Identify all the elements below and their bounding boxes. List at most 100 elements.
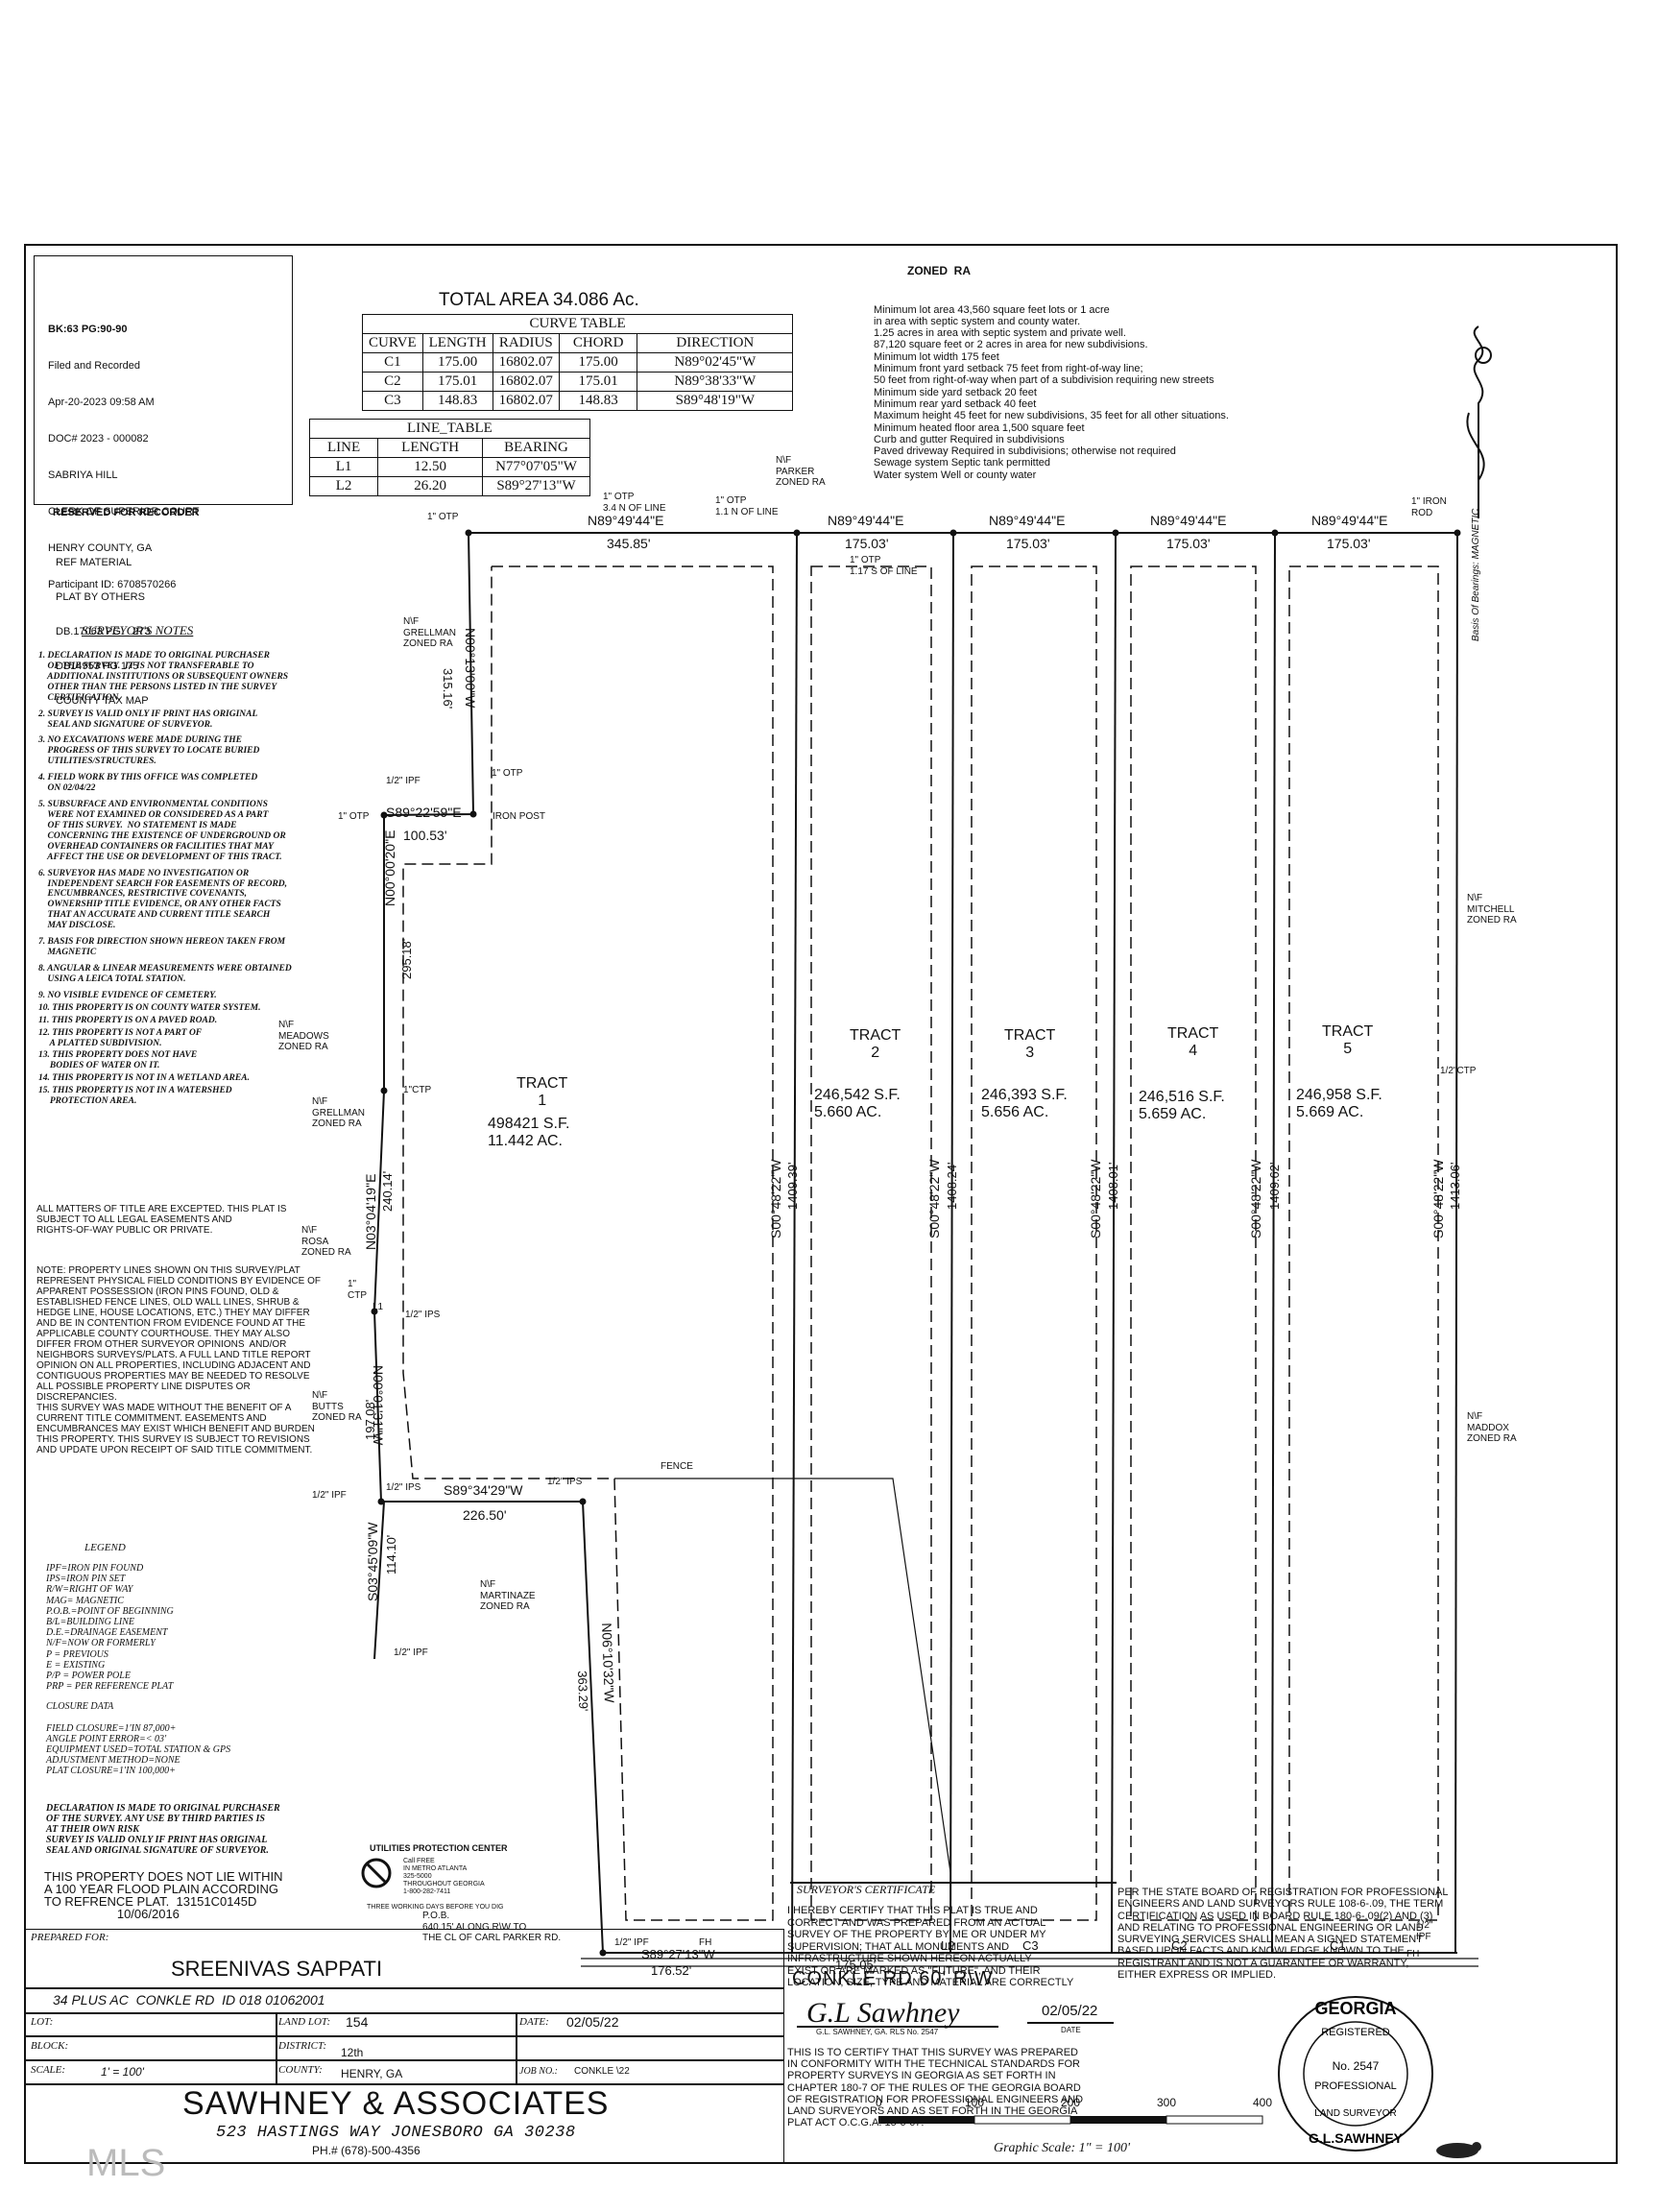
c2-label: C2 — [1171, 1938, 1188, 1953]
legend-title: LEGEND — [84, 1542, 126, 1553]
scale-tick: 0 — [876, 2096, 882, 2109]
l1-label: L1 — [372, 1302, 384, 1312]
side-bearing: S00°48'22"W — [926, 1159, 942, 1238]
length-197: 197.08' — [363, 1399, 377, 1440]
surveyor-notes-title: SURVEYOR'S NOTES — [82, 623, 194, 637]
title-block — [26, 1929, 784, 2164]
ips-label: 1/2" IPS — [547, 1477, 583, 1487]
scale-tick: 400 — [1253, 2096, 1273, 2109]
certificate-date-label: DATE — [1061, 2026, 1081, 2034]
otp-label: 1" OTP — [427, 512, 459, 522]
svg-text:REGISTERED: REGISTERED — [1321, 2027, 1390, 2038]
curve-table: CURVE TABLE CURVE LENGTH RADIUS CHORD DI… — [361, 314, 794, 411]
ipf-label: 1/2" IPF — [1416, 1920, 1433, 1942]
side-length: 1409.62' — [1267, 1162, 1282, 1210]
surveyor-seal: GEORGIA REGISTERED No. 2547 PROFESSIONAL… — [1278, 1996, 1433, 2152]
recording-box — [34, 255, 293, 505]
top-bearing: N89°49'44"E — [989, 513, 1066, 528]
length-363: 363.29' — [575, 1671, 591, 1712]
tract-2-area: 246,542 S.F. 5.660 AC. — [814, 1087, 901, 1121]
total-area: TOTAL AREA 34.086 Ac. — [439, 290, 639, 310]
tb-rule — [26, 1987, 784, 1989]
grellman-label: N\F GRELLMAN ZONED RA — [312, 1096, 366, 1129]
ips-label: 1/2" IPS — [405, 1310, 441, 1320]
top-length: 175.03' — [1006, 536, 1050, 551]
tract-5-name: TRACT 5 — [1322, 1023, 1374, 1058]
graphic-scale — [878, 2115, 1263, 2125]
tract-3-area: 246,393 S.F. 5.656 AC. — [981, 1087, 1068, 1121]
north-arrow-icon — [1466, 325, 1492, 518]
scale-label: SCALE: — [31, 2064, 66, 2076]
surveyor-signer: G.L. SAWHNEY, GA. RLS No. 2547 — [816, 2028, 939, 2036]
maddox-label: N\F MADDOX ZONED RA — [1467, 1411, 1517, 1444]
top-length: 175.03' — [1166, 536, 1211, 551]
job-value: CONKLE \22 — [574, 2066, 630, 2077]
otp-label: 1" OTP — [492, 768, 523, 779]
fh-label: FH — [1406, 1949, 1420, 1960]
client-name: SREENIVAS SAPPATI — [171, 1957, 383, 1981]
firm-phone: PH.# (678)-500-4356 — [312, 2144, 421, 2157]
bearing-s8927: S89°27'13"W — [641, 1947, 715, 1961]
side-bearing: S00°48'22"W — [768, 1159, 783, 1238]
top-length: 175.03' — [845, 536, 889, 551]
signature-line — [797, 2026, 998, 2028]
otp-label: 1" OTP — [338, 811, 370, 822]
line-col-bearing: BEARING — [482, 438, 590, 458]
bearing-s8934: S89°34'29"W — [444, 1482, 523, 1498]
c1-label: C1 — [1330, 1938, 1346, 1953]
scale-value: 1' = 100' — [101, 2065, 144, 2079]
block-label: BLOCK: — [31, 2040, 69, 2052]
otp-mid-label: 1" OTP 1.1 N OF LINE — [715, 495, 779, 517]
length-176: 176.52' — [651, 1963, 692, 1978]
top-length: 345.85' — [607, 536, 651, 551]
side-bearing: S00°48'22"W — [1430, 1159, 1446, 1238]
grellman-label: N\F GRELLMAN ZONED RA — [403, 616, 457, 649]
fh-label: FH — [699, 1937, 712, 1948]
firm-address: 523 HASTINGS WAY JONESBORO GA 30238 — [216, 2124, 576, 2142]
curve-col-radius: RADIUS — [492, 333, 560, 353]
firm-name: SAWHNEY & ASSOCIATES — [182, 2085, 610, 2122]
fence-label: FENCE — [661, 1461, 693, 1472]
ctp-label: 1/2"CTP — [1440, 1066, 1477, 1076]
iron-post-label: IRON POST — [493, 811, 546, 822]
tract-1-area: 498421 S.F. 11.442 AC. — [488, 1116, 570, 1150]
tract-1-name: TRACT 1 — [517, 1075, 568, 1110]
cert-divider — [790, 1882, 1117, 1884]
surveyor-notes: 1. DECLARATION IS MADE TO ORIGINAL PURCH… — [38, 651, 292, 1107]
mls-watermark: MLS — [86, 2142, 166, 2184]
closure-data: FIELD CLOSURE=1'IN 87,000+ANGLE POINT ER… — [46, 1723, 231, 1776]
bearing-n0000: N00°00'20"E — [382, 830, 397, 906]
ipf-label: 1/2" IPF — [614, 1937, 649, 1948]
bearing-s0345: S03°45'09"W — [365, 1522, 380, 1601]
ipf-label: 1/2" IPF — [394, 1647, 428, 1658]
svg-text:GEORGIA: GEORGIA — [1314, 1999, 1396, 2018]
zoning-requirements: Minimum lot area 43,560 square feet lots… — [874, 303, 1229, 481]
reserved-for-recorder: RESERVED FOR RECORDER — [53, 507, 200, 518]
tract-5-area: 246,958 S.F. 5.669 AC. — [1296, 1087, 1382, 1121]
district-value: 12th — [341, 2046, 364, 2059]
otp-south-label: 1" OTP 1.17 S OF LINE — [850, 555, 918, 577]
prepared-for-label: PREPARED FOR: — [31, 1932, 109, 1943]
declaration-note: DECLARATION IS MADE TO ORIGINAL PURCHASE… — [46, 1803, 280, 1856]
bearing-n0013: N00°13'00"W — [463, 628, 478, 709]
tb-col — [276, 2012, 277, 2083]
ref-material: REF MATERIAL PLAT BY OTHERS DB.17063 PG … — [56, 557, 151, 707]
side-bearing: S00°48'22"W — [1088, 1159, 1103, 1238]
date-line — [1027, 2022, 1114, 2024]
c3-label: C3 — [1022, 1938, 1039, 1953]
svg-text:No. 2547: No. 2547 — [1333, 2059, 1380, 2073]
district-label: DISTRICT: — [278, 2040, 327, 2052]
top-bearing: N89°49'44"E — [828, 513, 904, 528]
date-value: 02/05/22 — [566, 2014, 619, 2030]
county-label: COUNTY: — [278, 2064, 323, 2076]
surveyor-signature: G.L Sawhney — [806, 1997, 960, 2029]
scale-tick: 200 — [1061, 2096, 1081, 2109]
top-bearing: N89°49'44"E — [1150, 513, 1227, 528]
title-note: ALL MATTERS OF TITLE ARE EXCEPTED. THIS … — [36, 1204, 287, 1236]
ips-label: 1/2" IPS — [386, 1482, 421, 1493]
curve-col-chord: CHORD — [558, 333, 638, 353]
length-114: 114.10' — [384, 1534, 398, 1575]
